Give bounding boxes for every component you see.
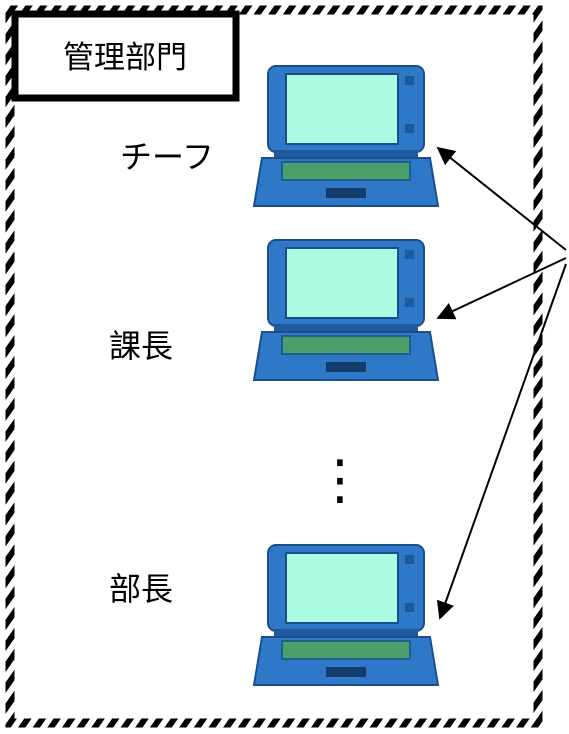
laptop-icon <box>253 239 439 381</box>
title-box <box>11 10 240 102</box>
role-label-chief: チーフ <box>120 138 214 176</box>
role-label-department-manager: 部長 <box>109 570 173 608</box>
role-label-section-manager: 課長 <box>109 327 173 365</box>
laptop-icon <box>253 65 439 207</box>
laptop-icon <box>253 544 439 686</box>
arrow-icon <box>436 257 567 320</box>
ellipsis: ⋮ <box>313 448 367 511</box>
title-label: 管理部門 <box>63 40 187 76</box>
arrow-icon <box>436 263 567 620</box>
arrow-icon <box>436 146 567 251</box>
frame-border <box>5 5 543 728</box>
